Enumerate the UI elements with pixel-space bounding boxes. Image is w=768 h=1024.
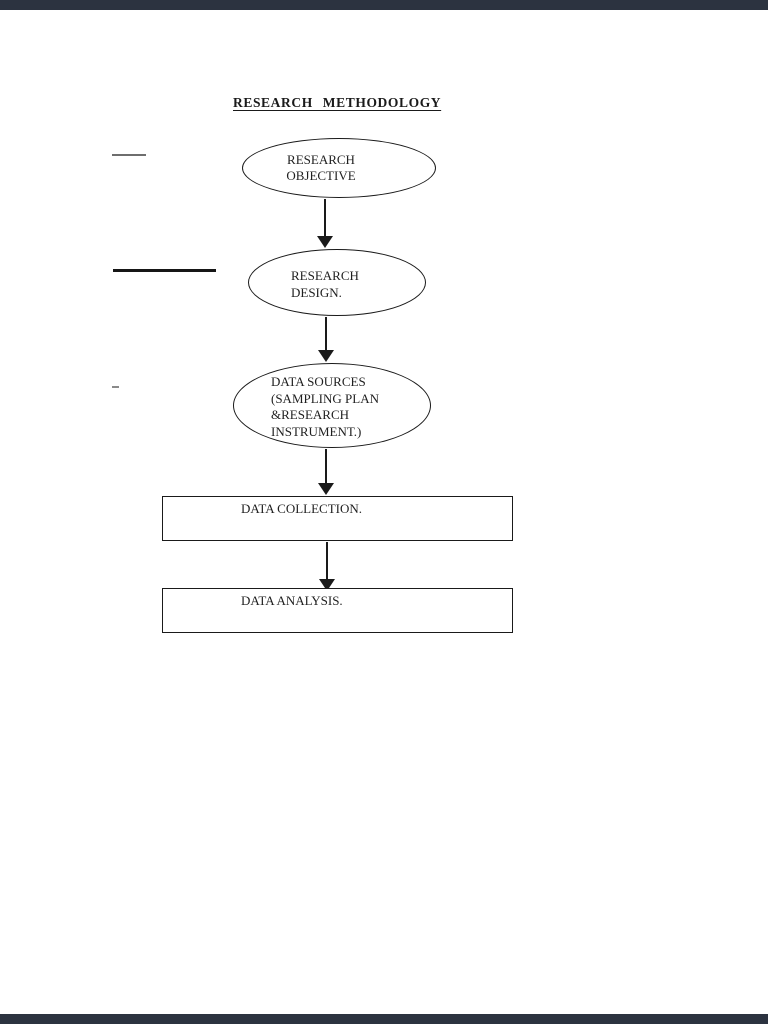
arrow-collection-to-analysis <box>319 542 335 591</box>
arrow-objective-to-design <box>317 199 333 248</box>
viewer-top-bar <box>0 0 768 10</box>
left-margin-line-1 <box>112 154 146 156</box>
document-page: RESEARCH METHODOLOGY RESEARCH OBJECTIVE … <box>0 10 768 1014</box>
arrow-shaft <box>325 317 327 350</box>
node-data-collection-label: DATA COLLECTION. <box>241 501 363 516</box>
node-data-analysis: DATA ANALYSIS. <box>162 588 513 633</box>
node-data-sources: DATA SOURCES (SAMPLING PLAN &RESEARCH IN… <box>233 363 431 448</box>
arrow-head-icon <box>318 350 334 362</box>
arrow-shaft <box>324 199 326 236</box>
viewer-bottom-bar <box>0 1014 768 1024</box>
left-margin-line-2 <box>113 269 216 272</box>
node-research-design-label: RESEARCH DESIGN. <box>291 268 359 300</box>
page-title: RESEARCH METHODOLOGY <box>233 95 442 110</box>
arrow-head-icon <box>317 236 333 248</box>
arrow-design-to-sources <box>318 317 334 362</box>
node-data-sources-label: DATA SOURCES (SAMPLING PLAN &RESEARCH IN… <box>271 374 379 439</box>
node-research-objective: RESEARCH OBJECTIVE <box>242 138 436 198</box>
node-research-design: RESEARCH DESIGN. <box>248 249 426 316</box>
node-research-objective-label: RESEARCH OBJECTIVE <box>286 151 356 184</box>
left-margin-dash <box>112 386 119 388</box>
arrow-sources-to-collection <box>318 449 334 495</box>
arrow-shaft <box>325 449 327 483</box>
arrow-head-icon <box>318 483 334 495</box>
arrow-shaft <box>326 542 328 579</box>
node-data-analysis-label: DATA ANALYSIS. <box>241 593 343 608</box>
node-data-collection: DATA COLLECTION. <box>162 496 513 541</box>
